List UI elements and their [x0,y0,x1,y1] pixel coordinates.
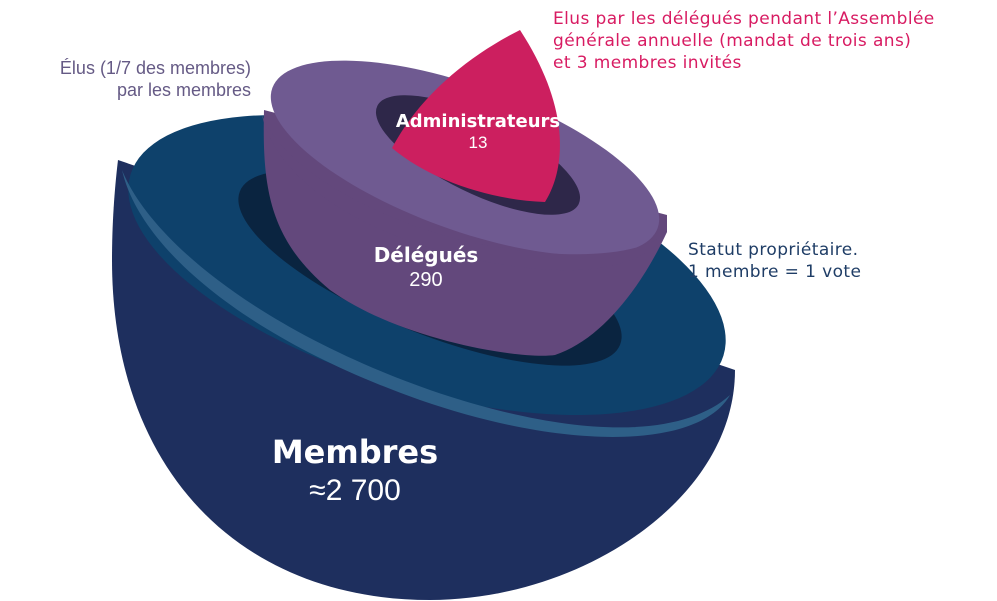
members-count: ≈2 700 [309,474,401,507]
delegates-top-edge [262,115,667,271]
members-note: Statut propriétaire. 1 membre = 1 vote [688,239,861,283]
members-note-line-2: 1 membre = 1 vote [688,262,862,282]
admins-title: Administrateurs [395,111,561,132]
delegates-note: Élus (1/7 des membres) par les membres [60,57,251,101]
members-title: Membres [271,433,439,471]
admins-note: Elus par les délégués pendant l’Assemblé… [553,8,935,74]
delegates-title: Délégués [373,243,479,267]
delegates-label: Délégués 290 [374,242,479,292]
members-label: Membres ≈2 700 [272,431,438,509]
admins-note-line-1: Elus par les délégués pendant l’Assemblé… [553,9,935,29]
admins-wedge [392,30,560,202]
admins-label: Administrateurs 13 [396,111,560,153]
members-note-line-1: Statut propriétaire. [688,240,859,260]
admins-note-line-3: et 3 membres invités [553,53,742,73]
admins-note-line-2: générale annuelle (mandat de trois ans) [553,31,912,51]
delegates-count: 290 [409,269,443,291]
members-rim-highlight [122,170,730,437]
admins-layer [392,30,560,202]
delegates-note-line-2: par les membres [116,80,251,100]
delegates-note-line-1: Élus (1/7 des membres) [59,58,251,78]
admins-count: 13 [468,133,488,152]
